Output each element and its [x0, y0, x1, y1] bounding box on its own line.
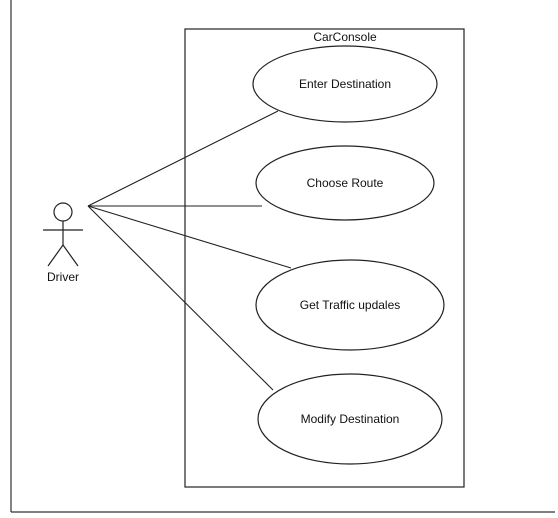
use-case-choose-route[interactable]: Choose Route: [255, 145, 435, 221]
actor-left-leg: [47, 244, 64, 267]
use-case-oval: [252, 45, 438, 123]
use-case-modify-destination[interactable]: Modify Destination: [257, 373, 443, 465]
use-case-label: Choose Route: [307, 176, 384, 190]
use-case-label: Modify Destination: [301, 412, 400, 426]
association-modify-destination: [87, 205, 274, 391]
association-get-traffic-updates: [87, 205, 292, 269]
use-case-label: Get Traffic updales: [300, 298, 401, 312]
actor-right-leg: [62, 244, 79, 267]
use-case-label: Enter Destination: [299, 77, 391, 91]
associations: [87, 110, 292, 391]
use-case-oval: [257, 373, 443, 465]
use-case-oval: [255, 259, 445, 351]
association-enter-destination: [87, 110, 279, 207]
actor-name: Driver: [47, 270, 79, 284]
actor-driver[interactable]: [43, 202, 83, 267]
use-case-enter-destination[interactable]: Enter Destination: [252, 45, 438, 123]
system-boundary: [184, 28, 465, 488]
system-name: CarConsole: [313, 30, 377, 44]
actor-head: [53, 202, 73, 222]
use-case-get-traffic-updates[interactable]: Get Traffic updales: [255, 259, 445, 351]
use-case-oval: [255, 145, 435, 221]
